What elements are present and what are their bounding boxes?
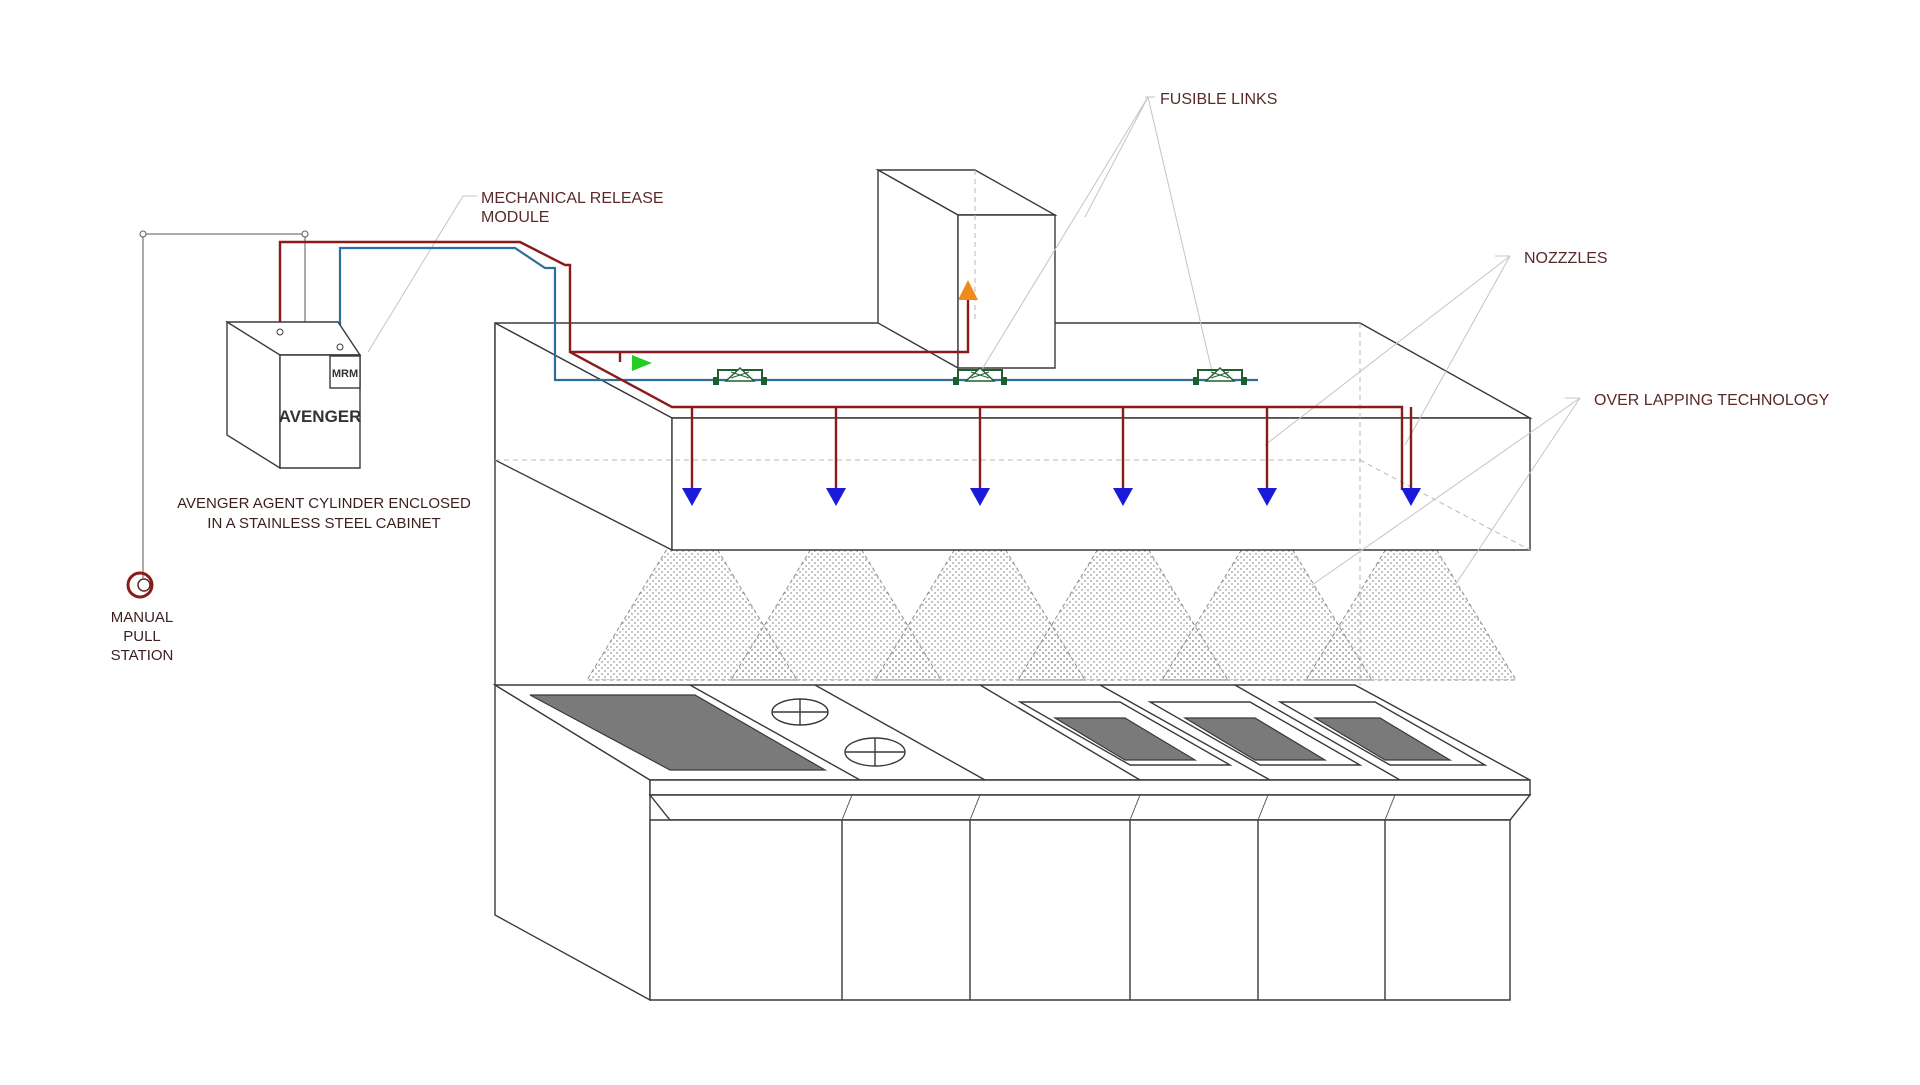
cylinder-caption-2: IN A STAINLESS STEEL CABINET [207, 515, 440, 532]
spray-cone [1017, 507, 1229, 681]
nozzle-icon [1401, 488, 1421, 506]
nozzle-icon [1113, 488, 1133, 506]
fusible-link-icon [1193, 367, 1247, 385]
avenger-label: AVENGER [279, 407, 362, 426]
mechanical-release-label-1: MECHANICAL RELEASE [481, 190, 664, 207]
fusible-link-icon [713, 367, 767, 385]
spray-cone [1161, 507, 1373, 681]
spray-cone [1305, 507, 1517, 681]
spray-cone [874, 507, 1086, 681]
griddle-surface [529, 694, 828, 771]
cookline-cabinets [649, 819, 1511, 1001]
piping [278, 240, 1413, 490]
exhaust-hood [494, 321, 1533, 685]
fryer-2 [1147, 701, 1363, 766]
spray-cones [586, 507, 1517, 681]
pull-station-label-1: MANUAL [111, 609, 174, 626]
flow-arrow [632, 355, 652, 371]
nozzle-icon [970, 488, 990, 506]
manual-pull-station-icon[interactable] [126, 571, 154, 599]
burner-rear [771, 698, 829, 726]
spray-cone [730, 507, 942, 681]
exhaust-arrow-icon [958, 280, 978, 300]
cooking-line [492, 683, 1532, 1002]
leader-lines [139, 96, 1581, 586]
spray-cone [586, 507, 798, 681]
nozzle-icon [826, 488, 846, 506]
fryer-1 [1017, 701, 1233, 766]
pull-station-label-3: STATION [111, 647, 174, 664]
cookline-front-lip [649, 779, 1531, 796]
cylinder-caption-1: AVENGER AGENT CYLINDER ENCLOSED [177, 495, 471, 512]
mrm-label: MRM [332, 368, 358, 380]
overlapping-technology-label: OVER LAPPING TECHNOLOGY [1594, 392, 1830, 409]
fryer-3 [1277, 701, 1488, 766]
mrm-box [329, 355, 361, 389]
cookline-skirt [648, 794, 1532, 821]
fusible-link-icon [953, 367, 1007, 385]
fusible-links-label: FUSIBLE LINKS [1160, 91, 1277, 108]
nozzle-icon [682, 488, 702, 506]
duct-front [957, 214, 1056, 369]
mechanical-release-label-2: MODULE [481, 209, 549, 226]
burner-front [844, 737, 906, 767]
pull-station-label-2: PULL [123, 628, 161, 645]
nozzle-icon [1257, 488, 1277, 506]
avenger-cabinet: MRM AVENGER [225, 320, 362, 470]
nozzles-label: NOZZZLES [1524, 250, 1608, 267]
exhaust-duct [875, 168, 1058, 370]
